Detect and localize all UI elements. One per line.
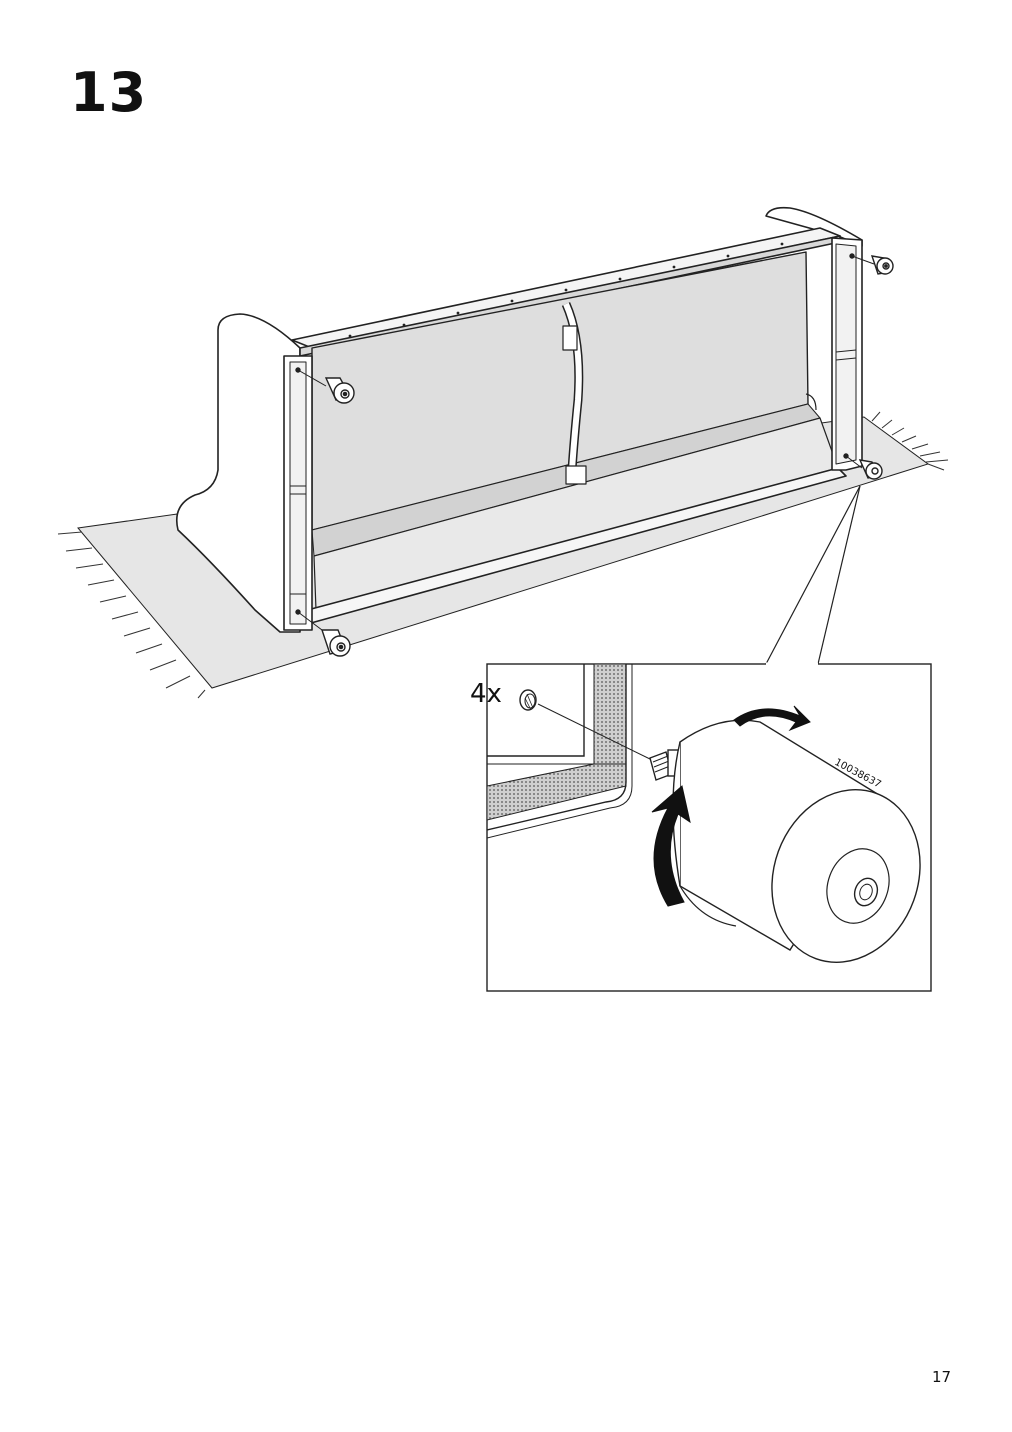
foot-bottom-right: [843, 453, 883, 480]
sofa-frame: [176, 206, 863, 633]
detail-box: 4x 10038637: [470, 662, 932, 992]
foot-top-left: [295, 367, 355, 404]
rotation-arrow-top: [733, 705, 811, 732]
rug-fringe-left: [57, 531, 206, 699]
step-number: 13: [70, 61, 148, 124]
feet-main: [295, 253, 894, 657]
threaded-hole: [519, 689, 537, 711]
foot-bottom-left: [295, 609, 351, 657]
rug-fringe-right: [871, 411, 949, 471]
rotation-arrow-curve: [651, 785, 691, 907]
foot-cylinder: [672, 719, 921, 963]
rail-screws: [348, 242, 784, 338]
quantity-label: 4x: [470, 679, 502, 709]
callout-lines: [765, 485, 861, 665]
foot-top-right: [849, 253, 894, 275]
page-number: 17: [932, 1368, 952, 1386]
